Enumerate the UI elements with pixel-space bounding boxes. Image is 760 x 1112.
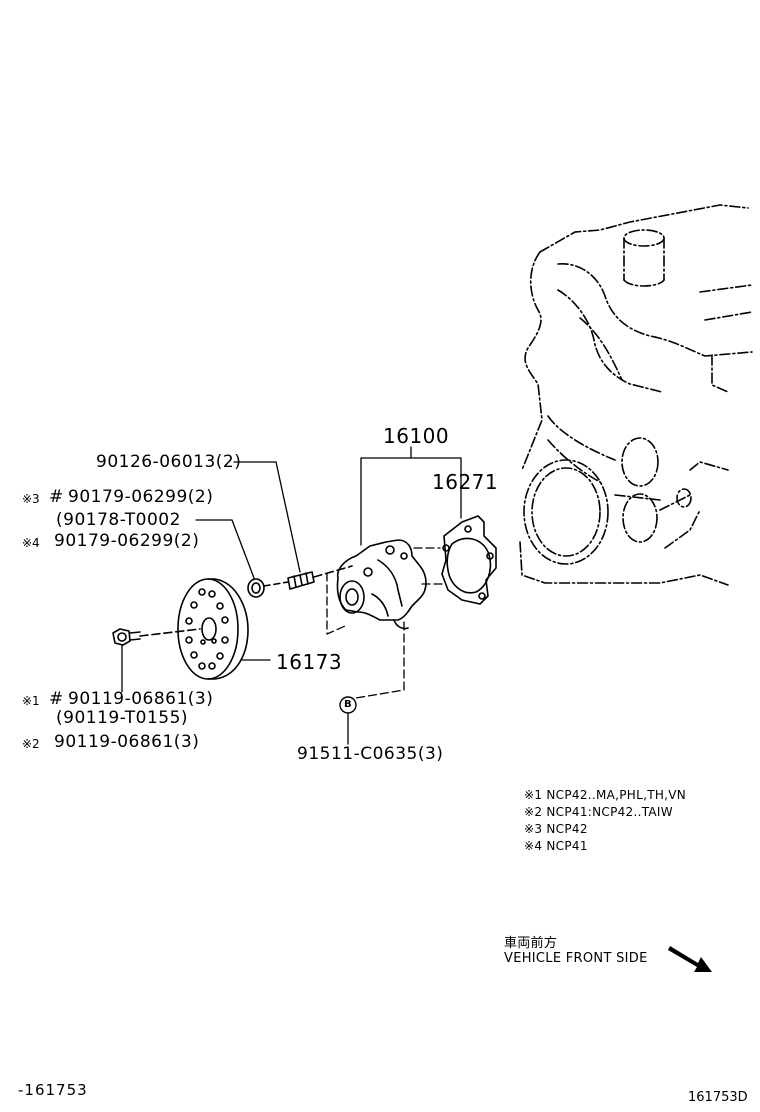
ref-b-circle — [339, 696, 357, 714]
nut-to-stud-dash — [263, 581, 289, 587]
leader-lines — [121, 446, 462, 745]
hash-mark: # — [49, 487, 64, 507]
vehicle-front-arrow-icon — [668, 946, 712, 972]
gasket-16271-illustration — [441, 515, 497, 605]
note-line-3: ※3 NCP42 — [524, 822, 588, 836]
ref-b-label: B — [344, 699, 352, 710]
note-line-2: ※2 NCP41:NCP42..TAIW — [524, 805, 673, 819]
note-mark-3: ※3 — [22, 492, 40, 506]
part-label-90119-b: 90119-06861(3) — [54, 732, 200, 752]
footer-ref-right: 161753D — [688, 1090, 748, 1105]
pulley-16173-illustration — [177, 578, 249, 680]
vehicle-front-jp: 車両前方 — [504, 936, 558, 951]
part-label-90179-a: 90179-06299(2) — [68, 487, 214, 507]
part-label-90119-a: 90119-06861(3) — [68, 689, 214, 709]
oil-filler-cap-illustration — [623, 229, 665, 287]
note-mark-1: ※1 — [22, 694, 40, 708]
water-pump-16100-illustration — [336, 539, 427, 630]
note-mark-4: ※4 — [22, 536, 40, 550]
note-mark-2: ※2 — [22, 737, 40, 751]
nut-illustration — [247, 578, 265, 598]
bolt-to-pulley-dash — [139, 628, 201, 637]
part-label-90179-b: 90179-06299(2) — [54, 531, 200, 551]
engine-block-illustration — [519, 204, 753, 586]
footer-ref-left: -161753 — [18, 1081, 88, 1099]
part-label-90126: 90126-06013(2) — [96, 452, 242, 472]
part-label-90119-t0155: (90119-T0155) — [56, 708, 189, 728]
note-line-4: ※4 NCP41 — [524, 839, 588, 853]
note-line-1: ※1 NCP42..MA,PHL,TH,VN — [524, 788, 687, 802]
part-label-16173: 16173 — [276, 650, 343, 674]
pulley-bolt-illustration — [112, 628, 141, 646]
assembly-dash-lines — [326, 547, 443, 699]
part-label-16271: 16271 — [432, 470, 499, 494]
stud-to-pump-dash — [313, 565, 353, 578]
part-label-16100: 16100 — [383, 424, 450, 448]
part-label-91511: 91511-C0635(3) — [297, 744, 444, 764]
stud-bolt-illustration — [287, 571, 315, 590]
vehicle-front-en: VEHICLE FRONT SIDE — [504, 951, 648, 966]
hash-mark: # — [49, 689, 64, 709]
part-label-90178: (90178-T0002 — [56, 510, 181, 530]
engine-covers-illustration — [523, 437, 692, 565]
